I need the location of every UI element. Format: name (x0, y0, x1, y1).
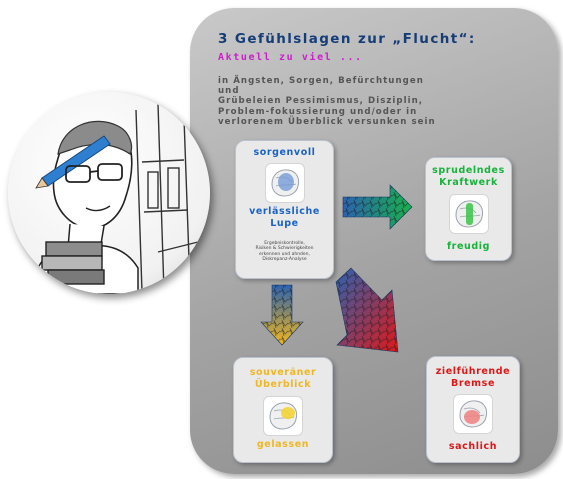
brain-icon (263, 396, 303, 436)
small-line: Risiken & Schwierigkeiten (255, 246, 314, 252)
card-title-line: sprudelndes (432, 165, 505, 176)
card-bottom-label: gelassen (256, 439, 310, 450)
arrow-to-kraftwerk (342, 184, 413, 230)
cartoon-woman-icon (35, 103, 199, 294)
card-title-line: souveräner (249, 367, 317, 378)
card-middle-line: Lupe (270, 218, 299, 229)
arrow-to-ueberblick (260, 284, 304, 346)
card-title-line: Überblick (254, 379, 312, 390)
card-small-text: Ergebniskontrolle, Risiken & Schwierigke… (243, 241, 326, 263)
card-title-line: Bremse (451, 378, 495, 389)
card-title: sorgenvoll (253, 147, 316, 158)
small-line: erkennen und ahnden, (259, 251, 310, 257)
intro-line: in Ängsten, Sorgen, Befürchtungen (218, 76, 424, 86)
portrait-illustration (8, 92, 210, 294)
brain-icon (449, 194, 489, 234)
intro-line: verlorenem Überblick versunken sein (218, 116, 436, 127)
card-bremse: zielführende Bremse sachlich (426, 356, 520, 463)
brain-icon (453, 394, 493, 434)
intro-line: Problem-fokussierung und/oder in (218, 106, 418, 117)
small-line: Ergebniskontrolle, (264, 241, 305, 246)
card-title-line: zielführende (435, 366, 511, 377)
page-title: 3 Gefühlslagen zur „Flucht“: (218, 31, 476, 47)
card-bottom-label: sachlich (448, 441, 498, 452)
intro-text: in Ängsten, Sorgen, Befürchtungen und Gr… (218, 76, 480, 127)
card-kraftwerk: sprudelndes Kraftwerk freudig (425, 157, 512, 261)
card-ueberblick: souveräner Überblick gelassen (233, 357, 333, 463)
small-line: Diskrepanz-Analyse (262, 257, 307, 263)
arrow-to-bremse (335, 267, 399, 353)
intro-line: und (218, 86, 240, 97)
card-title-line: Kraftwerk (439, 177, 498, 188)
brain-icon (265, 163, 305, 203)
intro-line: Grübeleien Pessimismus, Disziplin, (218, 96, 424, 107)
card-sorgenvoll: sorgenvoll verlässliche Lupe Ergebniskon… (235, 140, 334, 279)
card-bottom-label: freudig (446, 241, 491, 252)
card-middle-line: verlässliche (249, 206, 320, 217)
subtitle: Aktuell zu viel ... (218, 52, 363, 63)
